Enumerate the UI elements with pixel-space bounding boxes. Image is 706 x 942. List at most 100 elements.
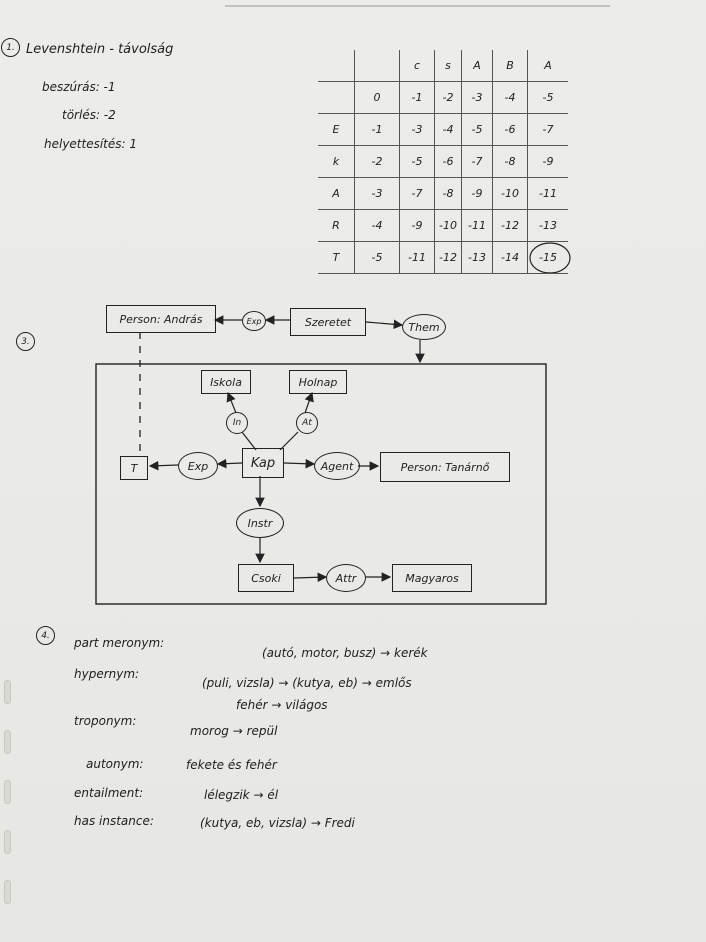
concept-holnap: Holnap [289,370,347,394]
table-cell: -11 [399,241,435,274]
table-cell: -8 [492,145,528,178]
table-cell: E [318,113,355,146]
table-row: T -5 -11 -12 -13 -14 -15 [318,241,568,274]
table-cell: -2 [354,145,400,178]
table-cell: -5 [527,81,568,114]
binder-hole [4,680,11,704]
table-cell: -3 [354,177,400,210]
binder-hole [4,880,11,904]
cost-substitute: helyettesítés: 1 [44,137,138,151]
relation-at: At [296,412,318,434]
concept-iskola: Iskola [201,370,251,394]
table-cell: -6 [434,145,462,178]
table-cell: -1 [354,113,400,146]
table-cell: -11 [527,177,568,210]
table-cell [318,81,355,114]
relation-term: autonym: [86,757,144,771]
table-cell: -5 [399,145,435,178]
relation-term: part meronym: [74,636,165,650]
table-cell: -9 [461,177,493,210]
relation-exp: Exp [178,452,218,480]
relation-agent: Agent [314,452,360,480]
table-row: k -2 -5 -6 -7 -8 -9 [318,145,568,178]
binder-hole [4,780,11,804]
table-cell: B [492,50,528,82]
relation-example: (autó, motor, busz) → kerék [262,646,428,660]
relation-example: (kutya, eb, vizsla) → Fredi [200,816,355,830]
table-cell: 0 [354,81,400,114]
relation-example: (puli, vizsla) → (kutya, eb) → emlős [202,676,412,690]
concept-szeretet: Szeretet [290,308,366,336]
relation-example: fehér → világos [236,698,328,712]
section-4-number: 4. [36,626,55,645]
relation-example: lélegzik → él [204,788,279,802]
table-cell: -7 [461,145,493,178]
table-cell: -7 [399,177,435,210]
concept-person-tanarno: Person: Tanárnő [380,452,510,482]
table-cell: -4 [434,113,462,146]
table-cell: -9 [399,209,435,242]
relation-example: fekete és fehér [186,758,277,772]
table-cell: -13 [461,241,493,274]
table-cell: R [318,209,355,242]
concept-csoki: Csoki [238,564,294,592]
table-cell: -10 [492,177,528,210]
table-cell: -10 [434,209,462,242]
section-1-title: Levenshtein - távolság [26,42,174,57]
relation-term: hypernym: [74,667,140,681]
section-3-number: 3. [16,332,35,351]
table-cell: -7 [527,113,568,146]
table-cell: -14 [492,241,528,274]
table-cell: -3 [461,81,493,114]
table-cell: -5 [354,241,400,274]
table-cell: A [318,177,355,210]
table-cell: -9 [527,145,568,178]
table-cell: c [399,50,435,82]
relation-them: Them [402,314,446,340]
table-cell: -5 [461,113,493,146]
table-row: c s A B A [318,50,568,82]
relation-attr: Attr [326,564,366,592]
table-cell: -2 [434,81,462,114]
levenshtein-table: c s A B A 0 -1 -2 -3 -4 -5 E -1 -3 -4 -5… [318,50,568,274]
relation-term: has instance: [74,814,154,828]
concept-magyaros: Magyaros [392,564,472,592]
table-cell: -11 [461,209,493,242]
binder-hole [4,730,11,754]
table-cell: -1 [399,81,435,114]
concept-t: T [120,456,148,480]
table-row: R -4 -9 -10 -11 -12 -13 [318,209,568,242]
table-row: 0 -1 -2 -3 -4 -5 [318,81,568,114]
relation-instr: Instr [236,508,284,538]
table-cell [318,50,355,82]
concept-person-andras: Person: András [106,305,216,333]
concept-kap: Kap [242,448,284,478]
relation-example: morog → repül [190,724,278,738]
table-cell: -15 [527,241,568,274]
table-cell: T [318,241,355,274]
table-cell: k [318,145,355,178]
relation-term: troponym: [74,714,137,728]
table-cell: -3 [399,113,435,146]
table-row: E -1 -3 -4 -5 -6 -7 [318,113,568,146]
table-cell: s [434,50,462,82]
table-cell: A [527,50,568,82]
table-cell: -4 [354,209,400,242]
table-cell: A [461,50,493,82]
cost-delete: törlés: -2 [62,108,116,122]
relation-term: entailment: [74,786,144,800]
table-cell [354,50,400,82]
table-cell: -6 [492,113,528,146]
table-row: A -3 -7 -8 -9 -10 -11 [318,177,568,210]
table-cell: -12 [492,209,528,242]
binder-hole [4,830,11,854]
table-cell: -4 [492,81,528,114]
table-cell: -12 [434,241,462,274]
table-cell: -13 [527,209,568,242]
relation-exp-top: Exp [242,311,266,331]
table-cell: -8 [434,177,462,210]
section-1-number: 1. [1,38,20,57]
cost-insert: beszúrás: -1 [42,80,116,94]
relation-in: In [226,412,248,434]
